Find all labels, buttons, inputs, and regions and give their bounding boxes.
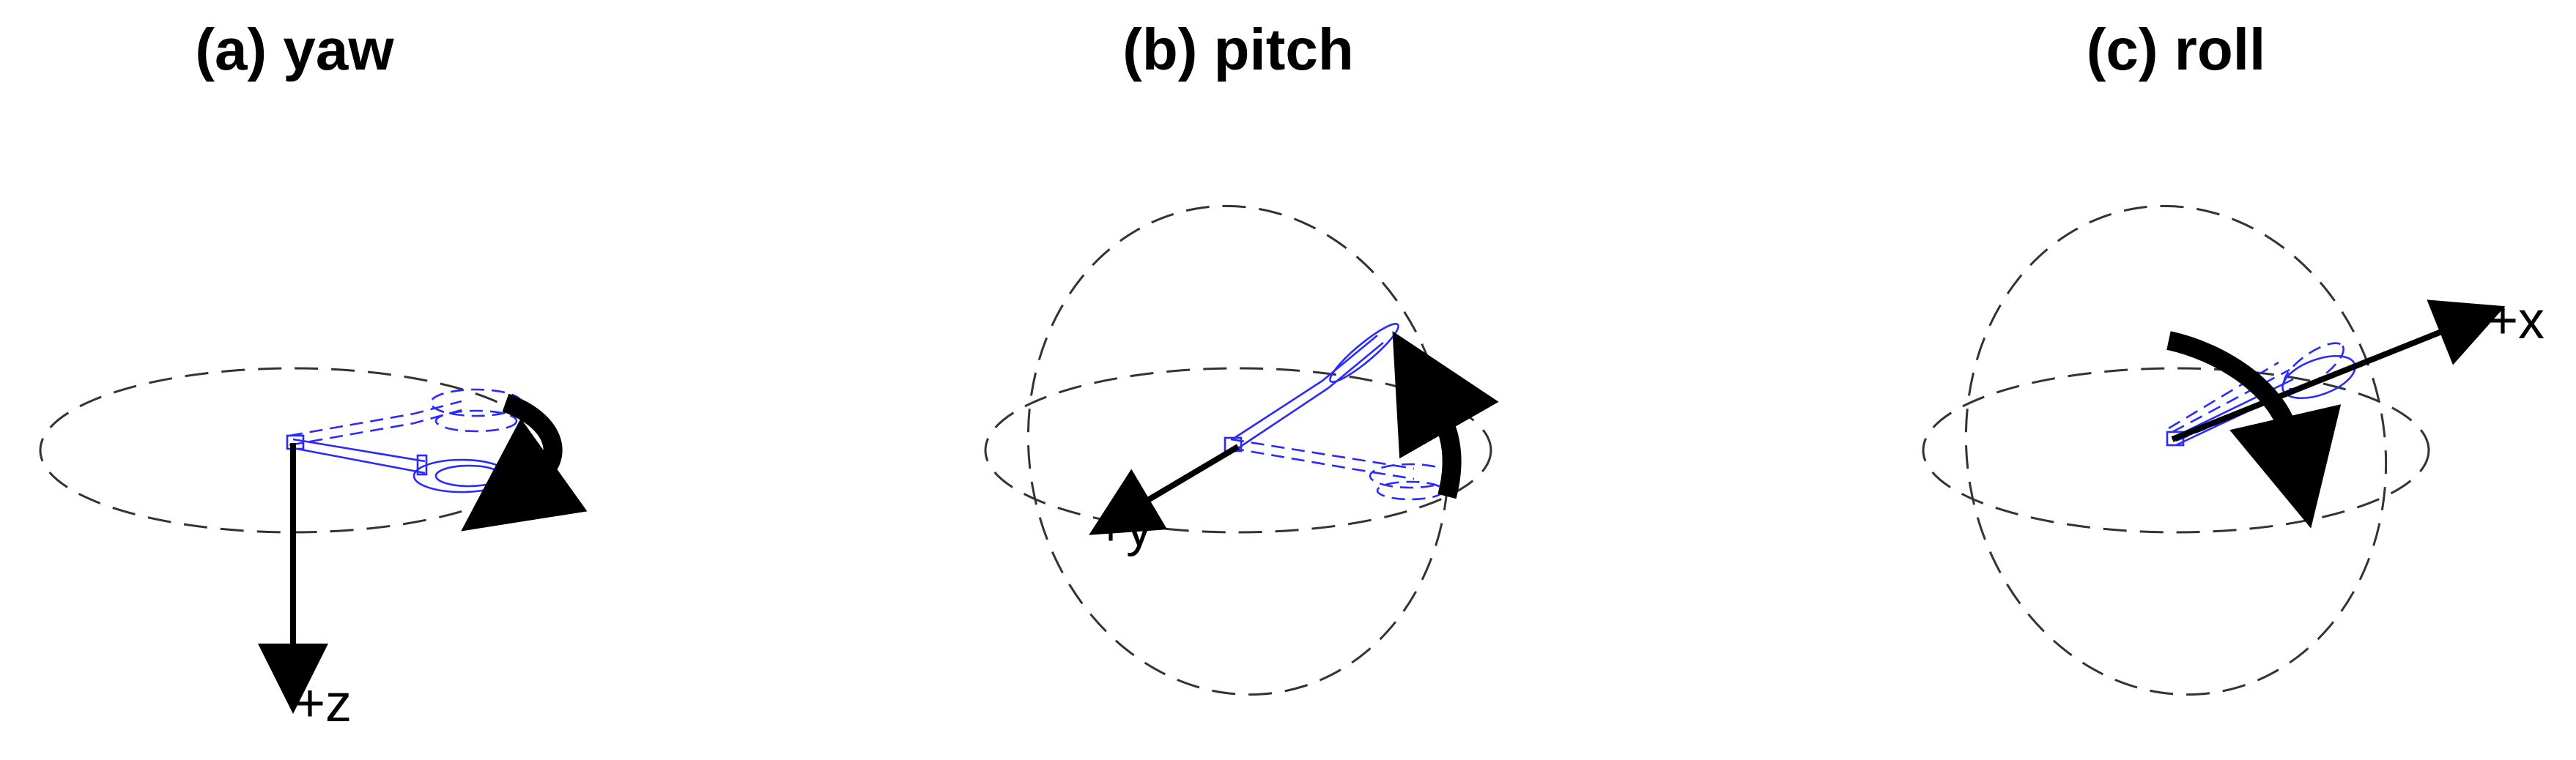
yaw-tool	[286, 434, 511, 493]
panel-roll: (c) roll +x	[1922, 17, 2544, 696]
roll-axis-label: +x	[2487, 291, 2544, 350]
yaw-axis-label: +z	[295, 674, 352, 733]
panel-title-roll: (c) roll	[2087, 17, 2265, 82]
roll-guide-ellipse-horizontal	[1922, 367, 2430, 534]
panel-pitch: (b) pitch +y	[984, 17, 1499, 696]
panel-title-pitch: (b) pitch	[1122, 17, 1353, 82]
pitch-axis-y	[1089, 444, 1240, 535]
pitch-tool	[1224, 323, 1399, 452]
yaw-rotation-arrow	[461, 393, 588, 532]
panel-title-yaw: (a) yaw	[195, 17, 394, 82]
pitch-tool-ghost	[1230, 438, 1452, 501]
panel-yaw: (a) yaw +z	[39, 17, 588, 733]
pitch-rotation-arrow	[1392, 331, 1499, 499]
pitch-axis-label: +y	[1095, 499, 1152, 557]
roll-rotation-arrow	[2166, 331, 2342, 529]
roll-axis-x	[2171, 299, 2506, 442]
roll-guide-ellipse-vertical	[1964, 204, 2388, 696]
